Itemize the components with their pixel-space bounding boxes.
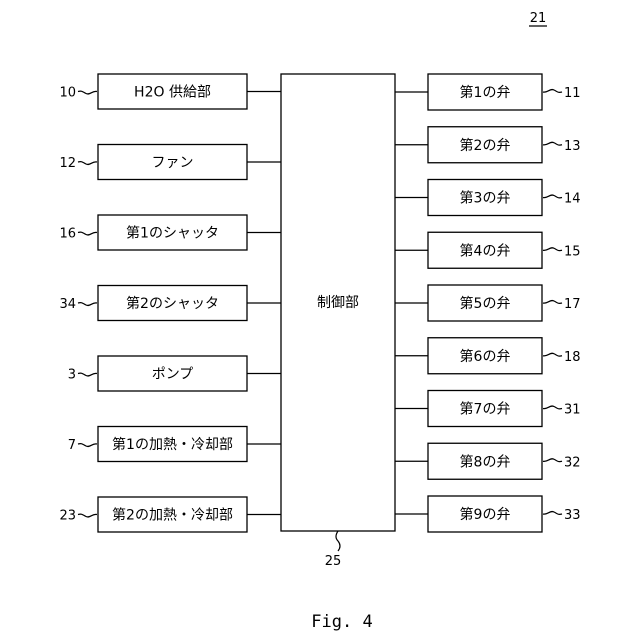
right-block-group: 第1の弁 11 第2の弁 13 第3の弁 14 第4の弁 15 第5の弁 17 第6の弁 18 第7の弁… (395, 74, 581, 532)
right-block-label: 第2の弁 (460, 137, 511, 154)
right-ref-label: 18 (564, 350, 581, 365)
right-block: 第4の弁 15 (395, 232, 581, 268)
left-ref-label: 12 (59, 156, 76, 171)
right-ref-leader (543, 512, 562, 515)
right-block-label: 第5の弁 (460, 295, 511, 312)
right-ref-leader (543, 459, 562, 462)
left-ref-label: 16 (59, 227, 76, 242)
left-block-label: 第2の加熱・冷却部 (112, 507, 233, 524)
left-block-group: H2O 供給部 10 ファン 12 第1のシャッタ 16 第2のシャッタ 34 ポンプ 3 第1の加… (59, 74, 281, 532)
left-block: ファン 12 (59, 145, 281, 180)
controller-ref-leader (336, 531, 340, 551)
right-block: 第6の弁 18 (395, 338, 581, 374)
right-ref-label: 17 (564, 297, 581, 312)
right-ref-label: 14 (564, 192, 581, 207)
left-block-label: ポンプ (152, 367, 194, 383)
right-block-label: 第9の弁 (460, 506, 511, 523)
left-block: 第1の加熱・冷却部 7 (68, 427, 281, 462)
left-ref-label: 3 (68, 368, 76, 383)
left-ref-label: 10 (59, 86, 76, 101)
left-ref-label: 23 (59, 509, 76, 524)
left-ref-leader (78, 232, 97, 235)
left-ref-label: 7 (68, 438, 76, 453)
left-block: 第1のシャッタ 16 (59, 215, 281, 250)
right-ref-label: 31 (564, 403, 581, 418)
controller-label: 制御部 (317, 295, 359, 311)
left-ref-leader (78, 514, 97, 517)
diagram-ref-label: 21 (530, 11, 547, 26)
right-ref-label: 32 (564, 455, 581, 470)
left-block-label: 第1の加熱・冷却部 (112, 436, 233, 453)
right-ref-label: 13 (564, 139, 581, 154)
right-ref-label: 15 (564, 244, 581, 259)
right-block-label: 第1の弁 (460, 84, 511, 101)
left-ref-leader (78, 303, 97, 306)
controller-ref-label: 25 (325, 554, 342, 569)
right-ref-leader (543, 301, 562, 304)
right-ref-leader (543, 248, 562, 251)
right-ref-label: 11 (564, 86, 581, 101)
right-block: 第8の弁 32 (395, 443, 581, 479)
right-ref-leader (543, 406, 562, 409)
right-block: 第1の弁 11 (395, 74, 581, 110)
left-block-label: H2O 供給部 (134, 85, 211, 101)
right-ref-label: 33 (564, 508, 581, 523)
right-block-label: 第3の弁 (460, 190, 511, 207)
left-ref-leader (78, 91, 97, 94)
right-block-label: 第6の弁 (460, 348, 511, 365)
left-block-label: 第2のシャッタ (126, 295, 219, 312)
right-ref-leader (543, 90, 562, 93)
right-block: 第3の弁 14 (395, 180, 581, 216)
left-ref-label: 34 (59, 297, 76, 312)
right-ref-leader (543, 195, 562, 198)
right-block: 第9の弁 33 (395, 496, 581, 532)
left-ref-leader (78, 444, 97, 447)
left-block: H2O 供給部 10 (59, 74, 281, 109)
left-block: 第2のシャッタ 34 (59, 286, 281, 321)
right-block: 第2の弁 13 (395, 127, 581, 163)
left-block-label: ファン (152, 155, 194, 171)
right-block-label: 第7の弁 (460, 401, 511, 418)
left-block-label: 第1のシャッタ (126, 225, 219, 242)
left-block: 第2の加熱・冷却部 23 (59, 497, 281, 532)
right-ref-leader (543, 353, 562, 356)
left-block: ポンプ 3 (68, 356, 281, 391)
left-ref-leader (78, 162, 97, 165)
right-block-label: 第4の弁 (460, 242, 511, 259)
figure-caption: Fig. 4 (311, 612, 372, 632)
right-ref-leader (543, 142, 562, 145)
right-block: 第7の弁 31 (395, 391, 581, 427)
left-ref-leader (78, 373, 97, 376)
right-block: 第5の弁 17 (395, 285, 581, 321)
right-block-label: 第8の弁 (460, 453, 511, 470)
